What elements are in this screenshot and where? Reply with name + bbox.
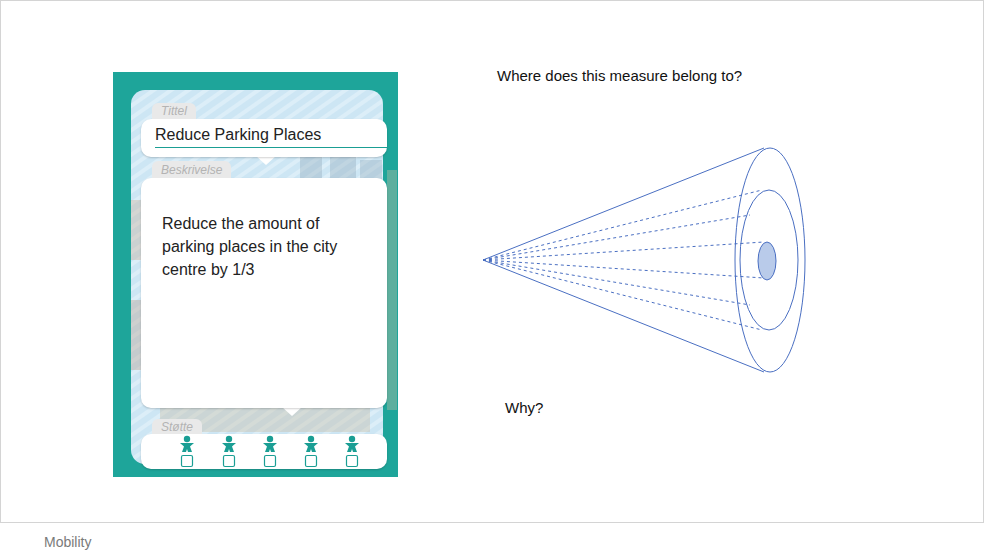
slide-frame	[1, 1, 984, 523]
buildings	[131, 130, 397, 432]
title-box: TittelReduce Parking Places	[141, 119, 387, 157]
box-pointer	[282, 407, 302, 416]
card-title: Reduce Parking Places	[155, 125, 387, 148]
checkboxes	[182, 456, 358, 467]
question-text: Where does this measure belong to?	[497, 67, 742, 84]
cone-diagram	[483, 148, 805, 372]
field-tab: Støtte	[152, 419, 202, 434]
box-pointer	[256, 156, 276, 165]
field-tab: Beskrivelse	[152, 161, 231, 178]
card-description: Reduce the amount of parking places in t…	[162, 212, 348, 281]
support-box: Støtte	[141, 434, 387, 469]
card-frame	[113, 72, 398, 477]
meeple-icons	[180, 436, 359, 452]
field-tab: Tittel	[152, 103, 196, 119]
footer-text: Mobility	[44, 534, 91, 550]
question-text: Why?	[505, 399, 543, 416]
description-box: BeskrivelseReduce the amount of parking …	[141, 178, 387, 408]
